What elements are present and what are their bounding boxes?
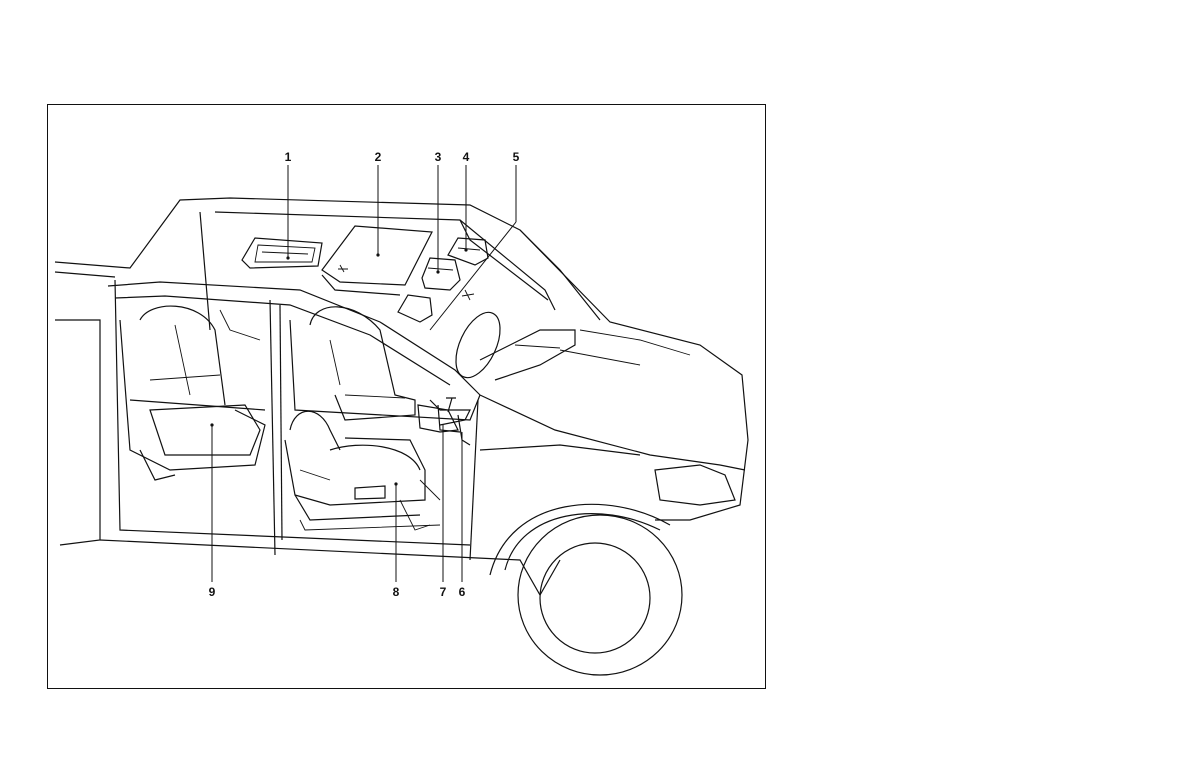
front-fender	[480, 330, 745, 505]
door-frame	[108, 282, 480, 560]
steering-and-dash	[430, 306, 575, 432]
leader-lines	[212, 165, 516, 582]
callout-7: 7	[440, 585, 447, 599]
overhead-console	[398, 238, 488, 322]
callout-4: 4	[463, 150, 470, 164]
sunroof-panel	[322, 226, 432, 295]
callout-3: 3	[435, 150, 442, 164]
callout-dots	[210, 248, 467, 485]
callout-5: 5	[513, 150, 520, 164]
callout-8: 8	[393, 585, 400, 599]
callout-1: 1	[285, 150, 292, 164]
front-seat	[285, 411, 425, 520]
callout-6: 6	[459, 585, 466, 599]
callout-9: 9	[209, 585, 216, 599]
front-passenger-seat	[310, 307, 415, 420]
rear-seat	[120, 306, 265, 480]
sunglasses-holder	[242, 238, 322, 268]
callout-2: 2	[375, 150, 382, 164]
front-wheel	[490, 504, 682, 675]
